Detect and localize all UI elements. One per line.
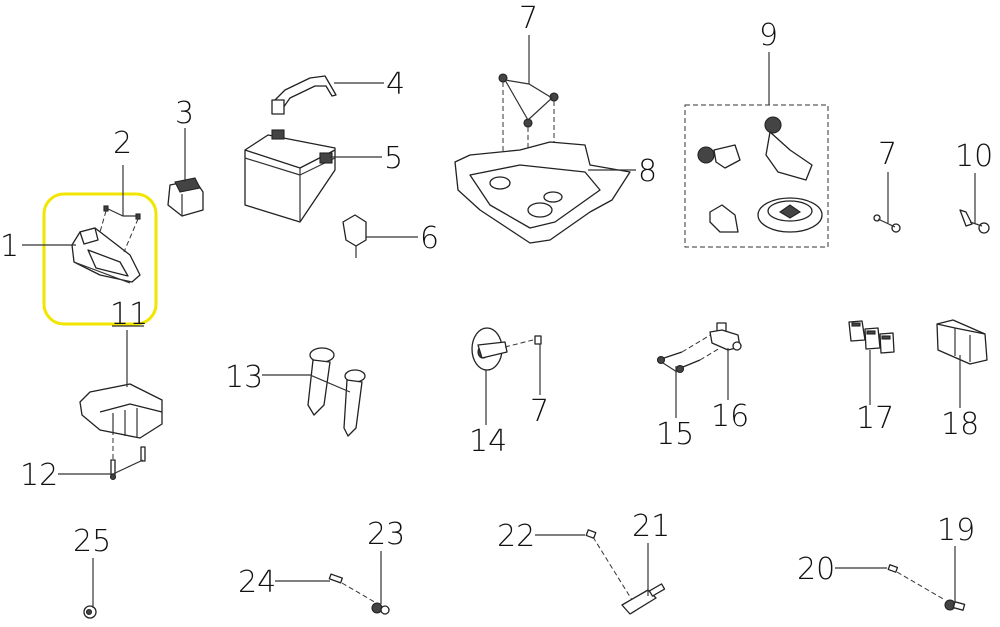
part-17-fuses[interactable]	[848, 320, 895, 354]
callout-16[interactable]: 16	[711, 399, 749, 434]
part-5-battery[interactable]	[244, 129, 336, 223]
callout-7-mid[interactable]: 7	[530, 394, 549, 429]
part-8-battery-tray[interactable]	[454, 141, 631, 244]
leader-13	[262, 374, 351, 393]
callout-25[interactable]: 25	[73, 524, 111, 559]
callout-12[interactable]: 12	[20, 458, 58, 493]
part-18-relay-block[interactable]	[936, 319, 988, 365]
callout-4[interactable]: 4	[386, 67, 405, 102]
part-4-battery-strap[interactable]	[271, 75, 337, 115]
part-16-sensor[interactable]	[709, 322, 742, 351]
callout-15[interactable]: 15	[656, 417, 694, 452]
callout-22[interactable]: 22	[497, 519, 535, 554]
callout-9[interactable]: 9	[759, 18, 778, 53]
callout-24[interactable]: 24	[238, 565, 276, 600]
callout-5[interactable]: 5	[384, 141, 403, 176]
callout-19[interactable]: 19	[937, 513, 975, 548]
part-6-connector[interactable]	[342, 214, 367, 258]
part-13-ignition-coils[interactable]	[307, 347, 366, 437]
part-21-sensor[interactable]	[621, 583, 666, 615]
callout-8[interactable]: 8	[638, 154, 657, 189]
callout-7-right[interactable]: 7	[878, 137, 897, 172]
part-23-sensor[interactable]	[371, 602, 390, 615]
part-20-bolt[interactable]	[887, 564, 899, 573]
callout-17[interactable]: 17	[856, 401, 894, 436]
callout-13[interactable]: 13	[225, 360, 263, 395]
part-15-bolts[interactable]	[656, 333, 721, 374]
callout-20[interactable]: 20	[797, 552, 835, 587]
callout-3[interactable]: 3	[175, 96, 194, 131]
part-7-screw-right[interactable]	[873, 214, 901, 233]
part-19-sensor[interactable]	[944, 599, 966, 611]
part-11-fuse-box[interactable]	[79, 383, 163, 439]
part-10-bolt[interactable]	[959, 209, 990, 234]
callout-18[interactable]: 18	[941, 407, 979, 442]
callout-14[interactable]: 14	[469, 424, 507, 459]
callout-21[interactable]: 21	[632, 509, 670, 544]
leader-12	[58, 459, 144, 475]
callout-10[interactable]: 10	[955, 139, 993, 174]
part-24-bolt[interactable]	[328, 573, 343, 584]
callout-11[interactable]: 11	[110, 297, 148, 332]
callout-7-top[interactable]: 7	[519, 1, 538, 36]
part-7-screw-mid[interactable]	[534, 335, 542, 345]
part-9-lock-set[interactable]	[697, 116, 823, 233]
callout-23[interactable]: 23	[367, 517, 405, 552]
part-14-horn[interactable]	[471, 327, 508, 371]
callout-1[interactable]: 1	[0, 229, 19, 264]
part-25-nut[interactable]	[83, 605, 97, 619]
part-3-relay[interactable]	[167, 177, 204, 217]
part-9-group-box	[684, 104, 829, 248]
callout-2[interactable]: 2	[113, 126, 132, 161]
part-22-screw[interactable]	[585, 529, 597, 539]
part-1-ecu[interactable]	[71, 227, 141, 284]
callout-6[interactable]: 6	[420, 221, 439, 256]
highlight-box	[42, 192, 158, 326]
